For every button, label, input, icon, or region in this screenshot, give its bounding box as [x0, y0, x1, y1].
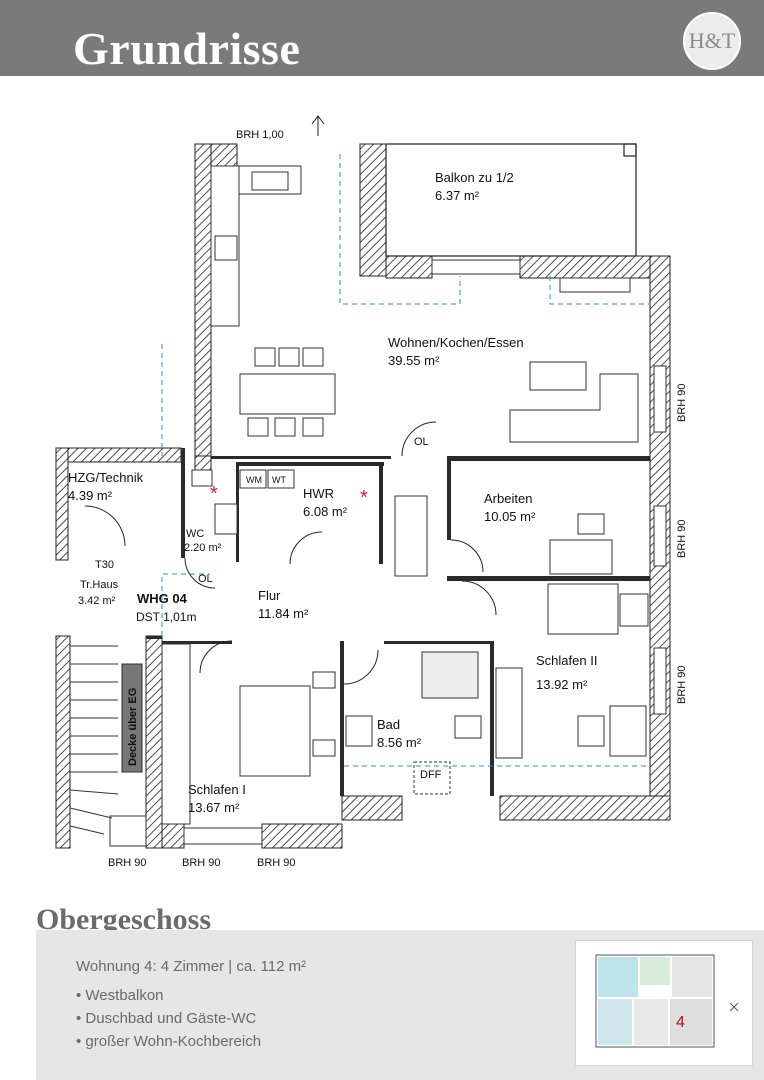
interior-walls [146, 448, 650, 796]
page-title: Grundrisse [73, 23, 301, 74]
room-name-flur: Flur [258, 588, 281, 603]
window-frames [183, 259, 667, 845]
brand-logo: H&T [683, 12, 741, 70]
feature-item: • Westbalkon [76, 987, 164, 1004]
feature-item: • großer Wohn-Kochbereich [76, 1033, 262, 1050]
room-name-trhaus: Tr.Haus [80, 579, 119, 591]
info-panel: Wohnung 4: 4 Zimmer | ca. 112 m² • Westb… [36, 930, 764, 1080]
brh-label-top: BRH 1,00 [236, 129, 284, 141]
door-swings [84, 421, 497, 685]
room-name-schlafen-1: Schlafen I [188, 782, 246, 797]
plan-annotations: BRH 1,00 OL OL WM WT T30 WHG 04 DST 1,01… [95, 129, 688, 869]
t30-label: T30 [95, 559, 114, 571]
marker-hwr: * [360, 487, 368, 509]
room-name-wc: WC [186, 528, 204, 540]
room-name-arbeiten: Arbeiten [484, 491, 532, 506]
unit-label: WHG 04 [137, 591, 188, 606]
furniture [109, 165, 649, 847]
room-area-balkon: 6.37 m² [435, 188, 480, 203]
room-area-wc: 2.20 m² [184, 542, 222, 554]
brh-label-right-1: BRH 90 [676, 383, 688, 422]
dff-label: DFF [420, 769, 442, 781]
brh-label-right-2: BRH 90 [676, 519, 688, 558]
room-area-wohnen: 39.55 m² [388, 353, 440, 368]
marker-wc: * [210, 483, 218, 505]
key-map-unit-number: 4 [676, 1014, 685, 1031]
room-area-schlafen-1: 13.67 m² [188, 800, 240, 815]
room-name-balkon: Balkon zu 1/2 [435, 170, 514, 185]
room-area-arbeiten: 10.05 m² [484, 509, 536, 524]
brh-label-bottom-3: BRH 90 [257, 857, 296, 869]
north-arrow-icon [311, 115, 325, 136]
key-map-drawing: 4 [595, 954, 739, 1048]
feature-item: • Duschbad und Gäste-WC [76, 1010, 257, 1027]
wt-label: WT [272, 475, 286, 485]
floor-title: Obergeschoss [36, 903, 211, 936]
dashed-outlines [161, 154, 650, 767]
decke-label: Decke über EG [127, 688, 139, 766]
room-name-hzg: HZG/Technik [68, 470, 144, 485]
brh-label-right-3: BRH 90 [676, 665, 688, 704]
balcony [385, 143, 637, 257]
wm-label: WM [246, 475, 262, 485]
room-labels: Balkon zu 1/2 6.37 m² Wohnen/Kochen/Esse… [68, 170, 597, 815]
dst-label: DST 1,01m [136, 610, 196, 624]
ol-label-wohnen: OL [414, 436, 429, 448]
room-area-hzg: 4.39 m² [68, 488, 113, 503]
brh-label-bottom-1: BRH 90 [108, 857, 147, 869]
room-area-flur: 11.84 m² [258, 606, 309, 621]
header-bar: Grundrisse H&T [0, 0, 764, 76]
room-area-trhaus: 3.42 m² [78, 595, 116, 607]
room-area-bad: 8.56 m² [377, 735, 422, 750]
feature-list: • Westbalkon • Duschbad und Gäste-WC • g… [76, 984, 261, 1053]
room-name-bad: Bad [377, 717, 400, 732]
ol-label-flur: OL [198, 573, 213, 585]
room-area-hwr: 6.08 m² [303, 504, 348, 519]
room-name-hwr: HWR [303, 486, 334, 501]
room-name-schlafen-2: Schlafen II [536, 653, 597, 668]
key-map-thumbnail: 4 [575, 940, 753, 1066]
brh-label-bottom-2: BRH 90 [182, 857, 221, 869]
room-name-wohnen: Wohnen/Kochen/Essen [388, 335, 524, 350]
room-area-schlafen-2: 13.92 m² [536, 677, 588, 692]
unit-summary: Wohnung 4: 4 Zimmer | ca. 112 m² [76, 958, 307, 975]
stair-treads [69, 645, 119, 835]
floor-plan: Balkon zu 1/2 6.37 m² Wohnen/Kochen/Esse… [55, 115, 688, 869]
